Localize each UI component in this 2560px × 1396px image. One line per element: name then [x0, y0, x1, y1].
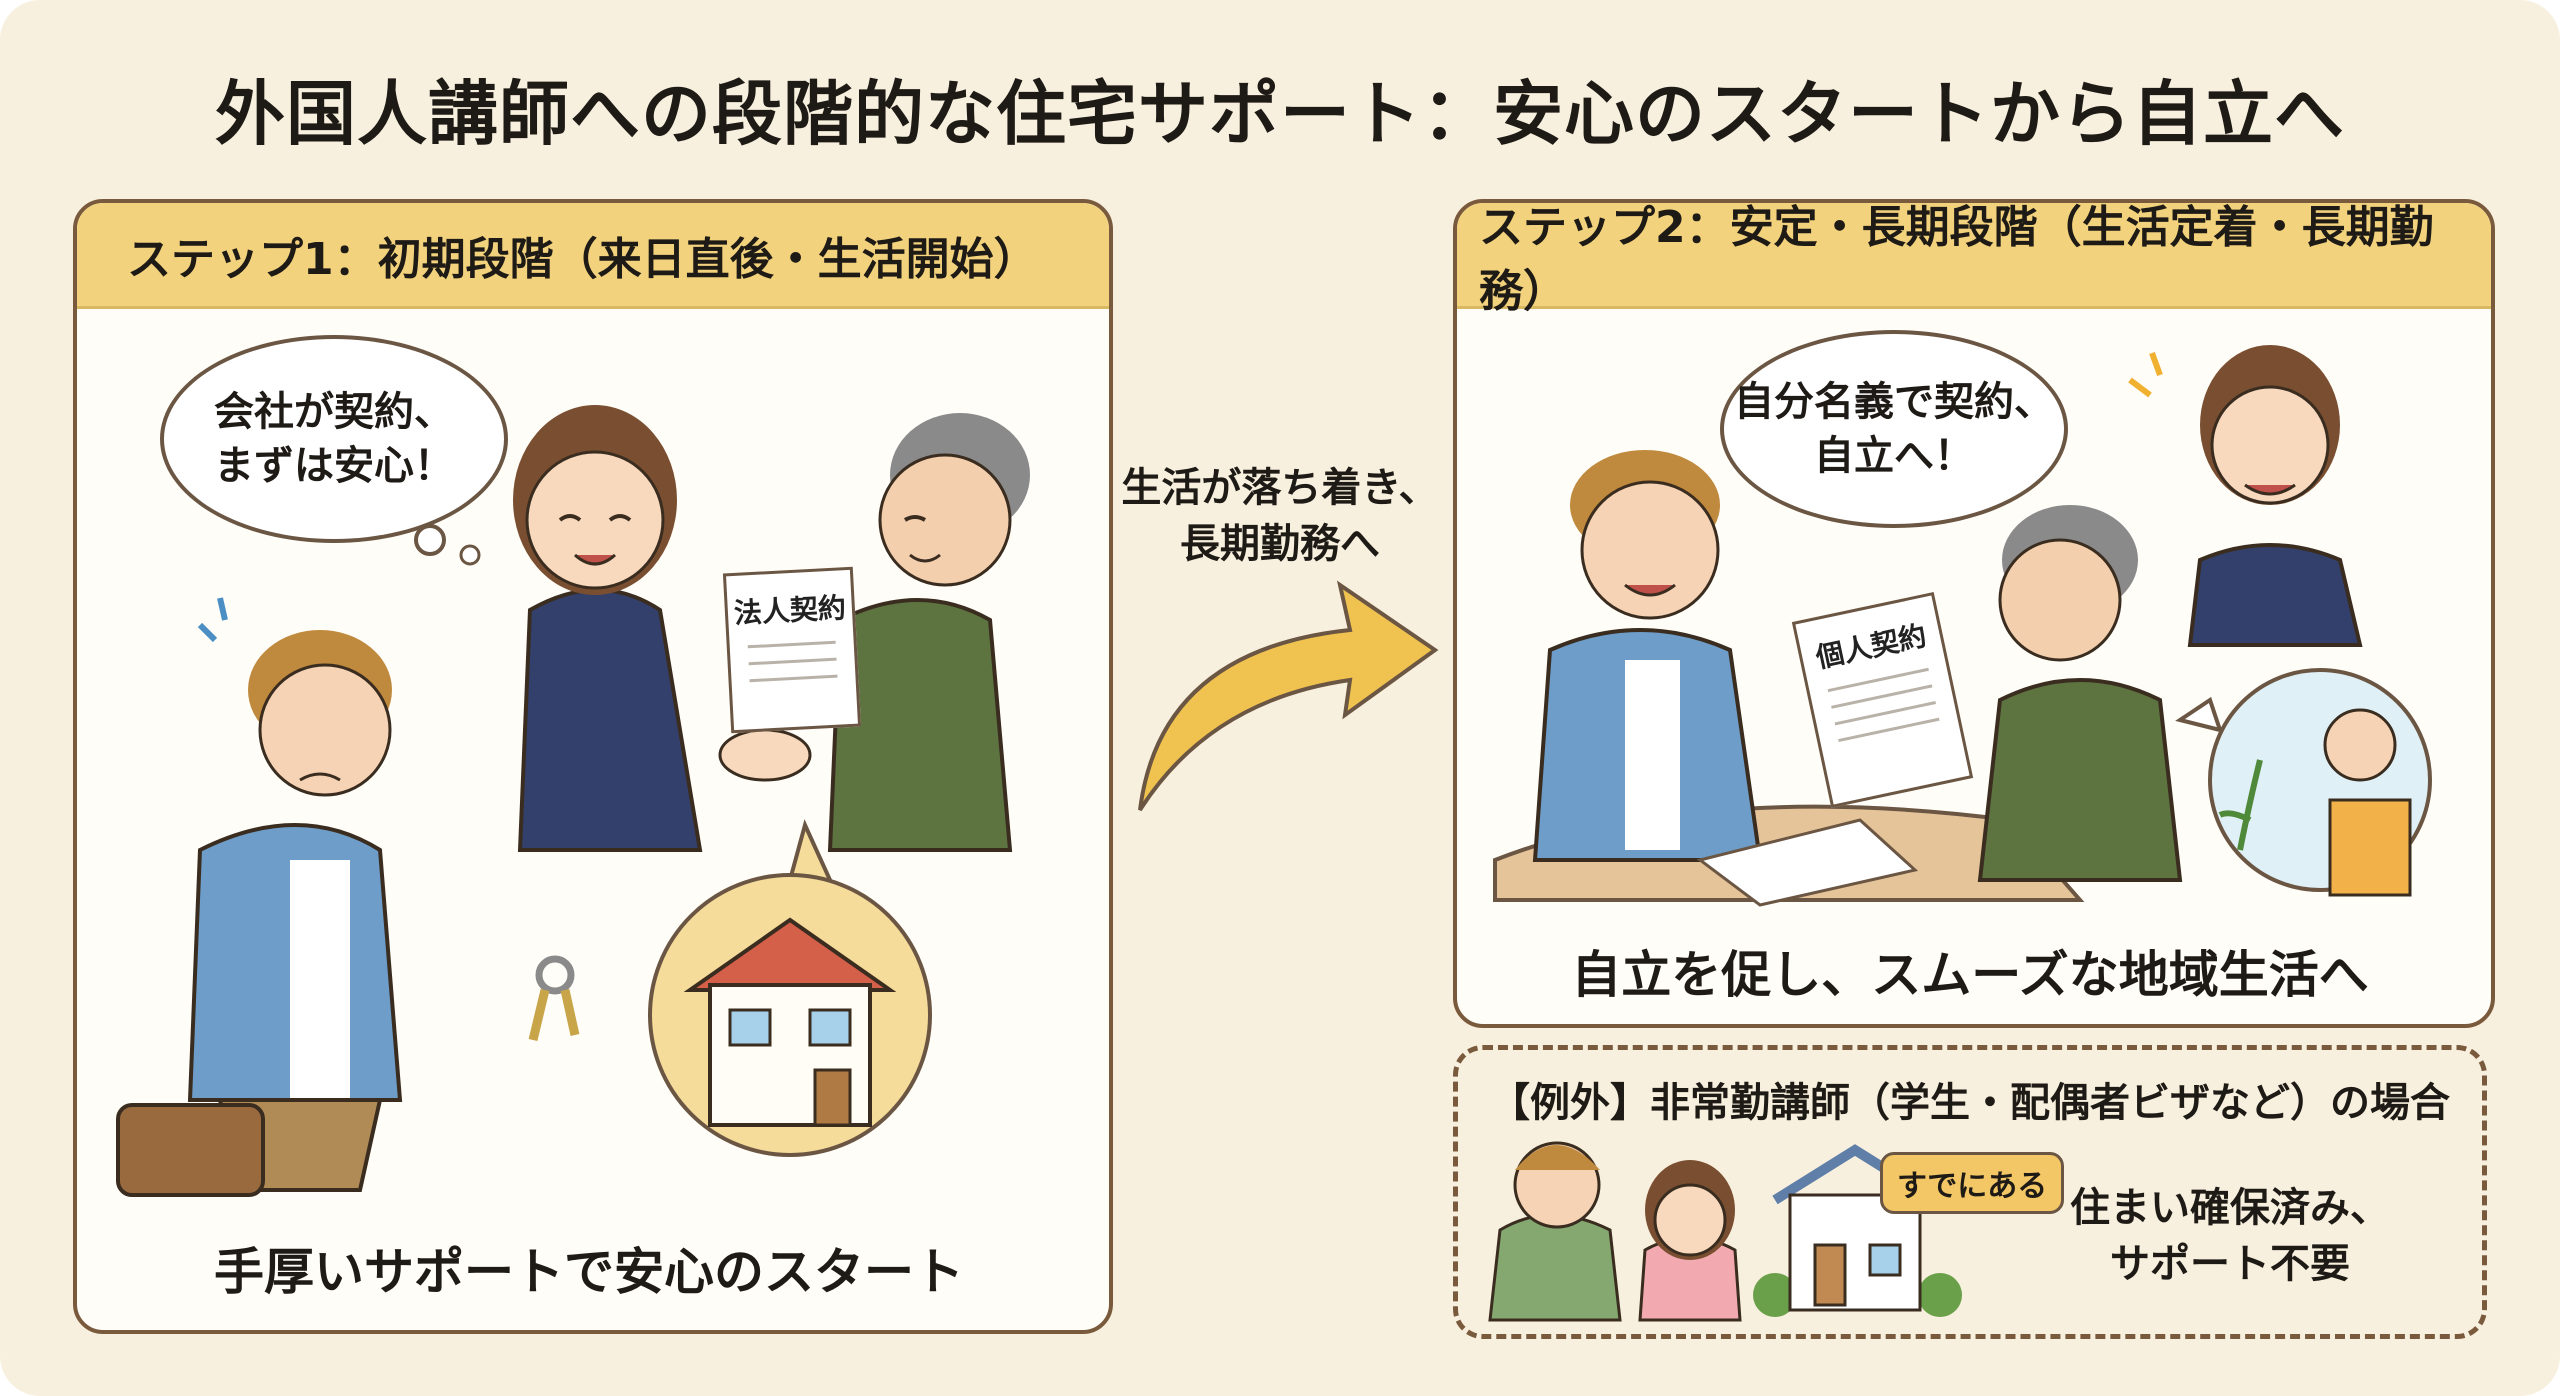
landlord-man-icon	[1977, 505, 2183, 882]
transition-line: 長期勤務へ	[1180, 521, 1380, 567]
note-line: サポート不要	[2110, 1241, 2350, 1287]
bubble-line: 自分名義で契約、	[1734, 379, 2054, 425]
exception-box	[1453, 1045, 2487, 1339]
company-staff-woman-icon	[513, 405, 703, 852]
student-woman-icon	[1638, 1160, 1742, 1322]
keys-icon	[528, 955, 580, 1042]
step2-header: ステップ2：安定・長期段階（生活定着・長期勤務）	[1457, 203, 2491, 317]
house-speech-bubble	[648, 819, 932, 1157]
living-alone-circle-icon	[2175, 668, 2432, 897]
signing-paper	[1696, 818, 1919, 907]
existing-house-icon	[1753, 1144, 1962, 1317]
step1-header: ステップ1：初期段階（来日直後・生活開始）	[77, 203, 1109, 309]
landlord-man-icon	[827, 413, 1030, 852]
student-man-icon	[1488, 1141, 1622, 1322]
step2-caption: 自立を促し、スムーズな地域生活へ	[1571, 946, 2369, 1004]
thought-dot	[414, 524, 446, 556]
exception-header: 【例外】非常勤講師（学生・配偶者ビザなど）の場合	[1490, 1080, 2450, 1126]
step1-caption: 手厚いサポートで安心のスタート	[214, 1243, 964, 1301]
thought-dot	[459, 544, 481, 566]
teacher-signing-icon	[1532, 450, 1763, 862]
already-have-tag: すでにある	[1880, 1152, 2065, 1214]
step2-thought-bubble: 自分名義で契約、自立へ！	[1720, 330, 2068, 528]
bubble-line: 自立へ！	[1814, 433, 1974, 479]
suitcase-icon	[116, 1103, 265, 1197]
exception-note: 住まい確保済み、 サポート不要	[2040, 1180, 2420, 1292]
staff-thumbs-up-icon	[2128, 345, 2363, 647]
step1-thought-bubble: 会社が契約、まずは安心！	[160, 335, 508, 543]
transition-label: 生活が落ち着き、 長期勤務へ	[1110, 460, 1450, 572]
page-title: 外国人講師への段階的な住宅サポート：安心のスタートから自立へ	[215, 73, 2345, 155]
note-line: 住まい確保済み、	[2070, 1185, 2390, 1231]
bubble-line: まずは安心！	[214, 443, 454, 489]
bubble-line: 会社が契約、	[214, 389, 454, 435]
transition-line: 生活が落ち着き、	[1121, 465, 1439, 511]
house-icon	[683, 917, 897, 1127]
